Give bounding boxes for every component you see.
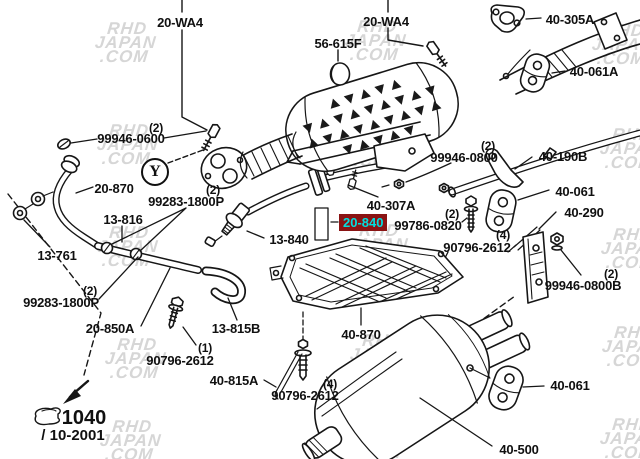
part-label-56-615f: 56-615F xyxy=(314,36,362,51)
leader-99786-0820 xyxy=(461,217,468,223)
part-label-40-815a: 40-815A xyxy=(209,373,259,388)
part-label-90796-2612-bottom: 90796-2612 xyxy=(271,388,339,403)
part-label-20-wa4-left: 20-WA4 xyxy=(157,15,203,30)
plug-56-615F xyxy=(329,49,351,86)
qty-marker-99786: (2) xyxy=(444,207,460,221)
nut-99946-0800B xyxy=(550,232,582,276)
section-dashed-line xyxy=(7,193,102,376)
bolt-90796-bottom xyxy=(294,311,312,381)
stud-99786-0820 xyxy=(463,195,479,233)
qty-marker-99946-0800b: (2) xyxy=(603,267,619,281)
y-view-dashed-line xyxy=(167,149,204,164)
shield-nut xyxy=(438,182,450,194)
part-label-40-307a: 40-307A xyxy=(366,198,416,213)
part-label-13-840: 13-840 xyxy=(269,232,309,247)
figure-revision-date: / 10-2001 xyxy=(41,427,105,444)
hose-assembly xyxy=(94,207,247,327)
upper-heat-shield xyxy=(286,121,450,194)
highlighted-part-label-20-840: 20-840 xyxy=(339,214,388,231)
muffler-inlet xyxy=(301,426,343,459)
leader-40-307A xyxy=(347,184,379,198)
qty-marker-99946-0800: (2) xyxy=(480,139,496,153)
callout-lines-top xyxy=(181,0,424,131)
rod-40-815A xyxy=(263,351,303,400)
part-label-20-wa4-right: 20-WA4 xyxy=(363,14,409,29)
pipe-20-870 xyxy=(12,154,102,250)
part-label-99786-0820: 99786-0820 xyxy=(394,218,462,233)
part-label-20-850a: 20-850A xyxy=(85,321,135,336)
part-label-13-816: 13-816 xyxy=(103,212,143,227)
qty-marker-99283-bottom: (2) xyxy=(82,284,98,298)
figure-code: 1040 xyxy=(61,407,107,429)
leader-99946-0600 xyxy=(70,130,207,144)
view-marker-y: Y xyxy=(141,158,169,186)
bracket-40-190B xyxy=(485,148,533,188)
gasket-40-305A xyxy=(490,4,542,33)
bolt-99946-0600 xyxy=(201,123,221,152)
catalyst-hatch-pattern xyxy=(302,79,442,155)
qty-marker-90796-right: (4) xyxy=(495,228,511,242)
part-label-40-870: 40-870 xyxy=(341,327,381,342)
hanger-40-061-mid xyxy=(485,189,550,233)
part-label-99946-0600: 99946-0600 xyxy=(97,131,165,146)
hanger-40-061A xyxy=(502,49,566,93)
qty-marker-90796-bottom: (4) xyxy=(322,377,338,391)
part-label-13-761: 13-761 xyxy=(37,248,77,263)
bracket-plate-right xyxy=(522,231,549,304)
view-direction-arrow xyxy=(63,379,90,404)
bolt-top-right xyxy=(426,40,448,67)
qty-marker-90796-left: (1) xyxy=(197,341,213,355)
bolt-90796-left xyxy=(168,296,197,346)
shield-nut xyxy=(393,178,405,190)
muffler-40-500 xyxy=(301,309,531,459)
o2-sensor-13-840 xyxy=(204,202,339,248)
car-icon xyxy=(34,407,61,426)
part-label-99283-1800p-top: 99283-1800P xyxy=(148,194,224,209)
part-label-40-061-mid: 40-061 xyxy=(555,184,595,199)
part-label-99946-0800b: 99946-0800B xyxy=(544,278,622,293)
front-flange xyxy=(200,146,248,190)
front-flex-section xyxy=(239,131,303,180)
part-label-90796-2612-left: 90796-2612 xyxy=(146,353,214,368)
clamp-left-small xyxy=(57,138,71,150)
part-label-40-305a: 40-305A xyxy=(545,12,595,27)
part-label-40-190b: 40-190B xyxy=(538,149,588,164)
heat-shield-40-870 xyxy=(269,238,464,326)
part-label-13-815b: 13-815B xyxy=(211,321,261,336)
part-label-40-500: 40-500 xyxy=(499,442,539,457)
rear-pipe xyxy=(447,129,640,198)
part-label-99946-0800: 99946-0800 xyxy=(430,150,498,165)
part-label-40-061-bottom: 40-061 xyxy=(550,378,590,393)
leader-99946-0800 xyxy=(405,162,452,183)
hanger-40-061-bottom xyxy=(488,365,545,411)
part-label-99283-1800p-bottom: 99283-1800P xyxy=(23,295,99,310)
flange-nut xyxy=(347,169,359,191)
part-label-40-290: 40-290 xyxy=(564,205,604,220)
part-label-40-061a: 40-061A xyxy=(569,64,619,79)
part-label-20-870: 20-870 xyxy=(94,181,134,196)
qty-marker-99283-top: (2) xyxy=(205,183,221,197)
qty-marker-99946-0600: (2) xyxy=(148,121,164,135)
part-label-90796-2612-right: 90796-2612 xyxy=(443,240,511,255)
